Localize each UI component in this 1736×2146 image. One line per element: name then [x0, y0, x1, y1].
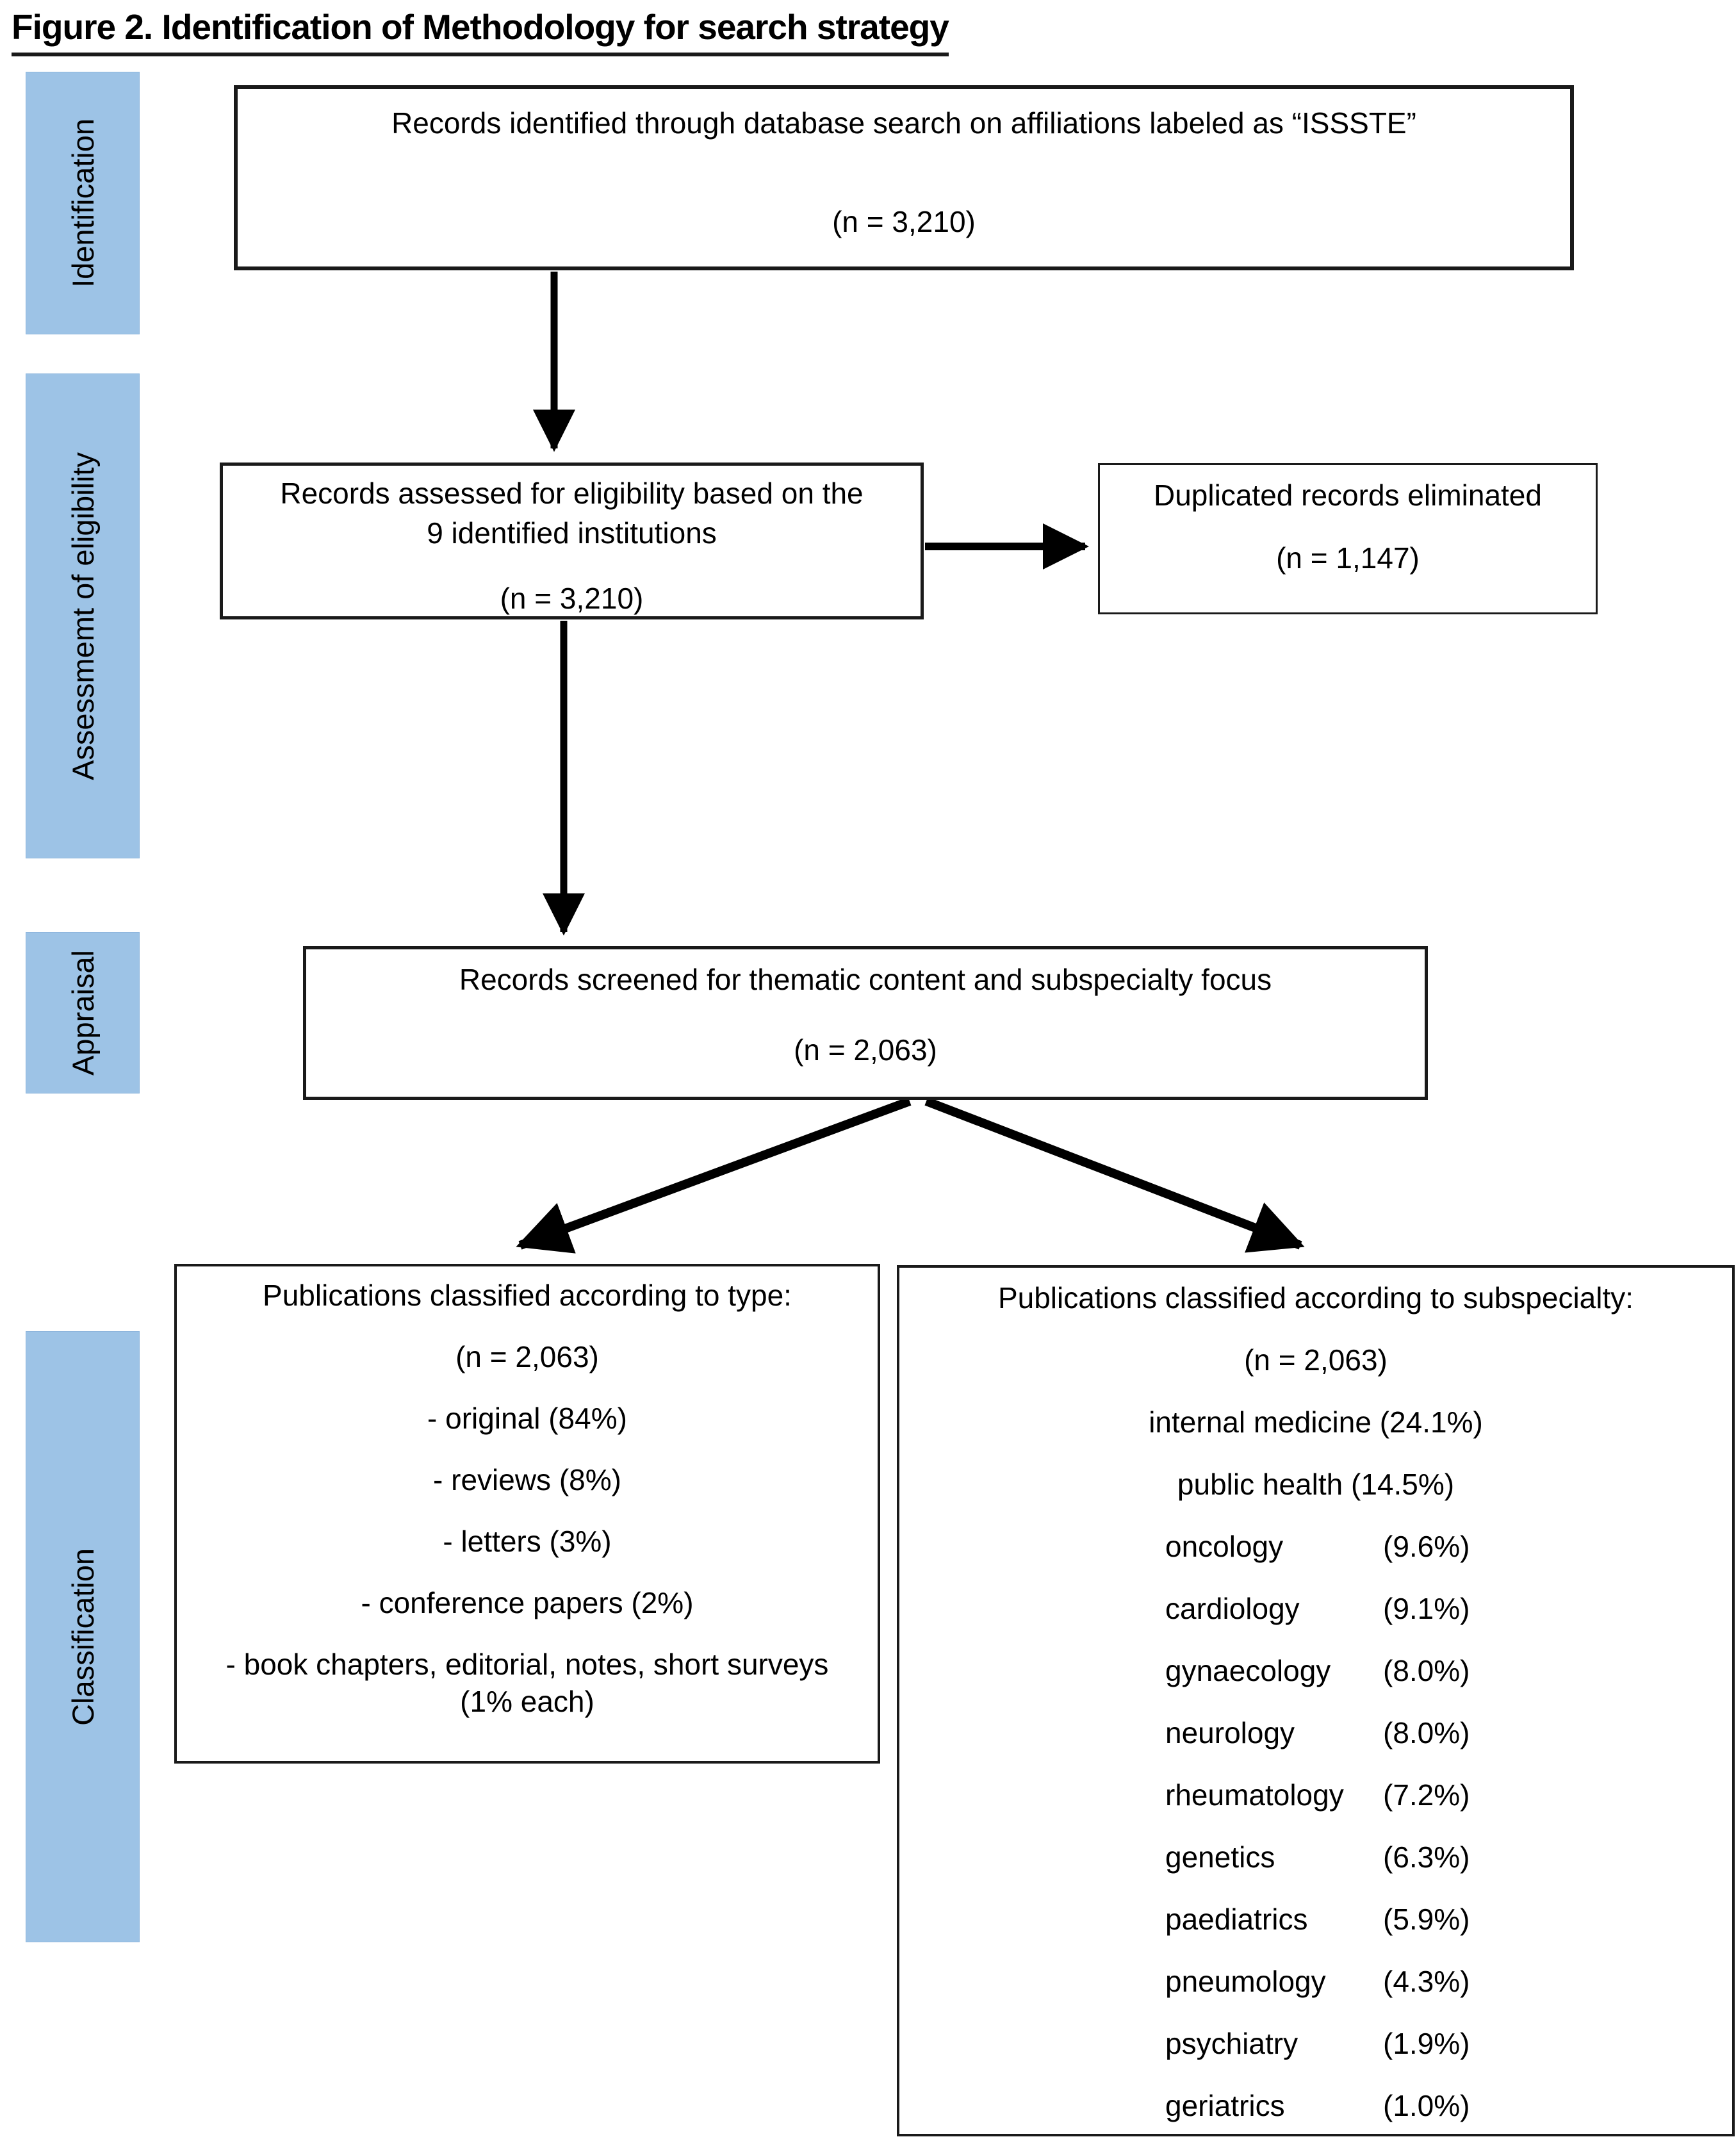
box-records-assessed-text-line1: Records assessed for eligibility based o…: [280, 477, 864, 510]
type-item-letters: - letters (3%): [443, 1525, 612, 1558]
box-publications-by-type: Publications classified according to typ…: [174, 1264, 880, 1764]
box-publications-by-subspecialty: Publications classified according to sub…: [897, 1265, 1735, 2136]
box-duplicates-eliminated: Duplicated records eliminated (n = 1,147…: [1098, 463, 1598, 614]
subspecialty-pct: (7.2%): [1383, 1778, 1470, 1812]
box-records-screened-text: Records screened for thematic content an…: [459, 963, 1272, 996]
box-records-identified-count: (n = 3,210): [832, 205, 976, 238]
subspecialty-item-public-health: public health (14.5%): [1177, 1468, 1455, 1501]
stage-classification-label: Classification: [65, 1548, 100, 1726]
subspecialty-item-internal-medicine: internal medicine (24.1%): [1149, 1405, 1483, 1439]
subspecialty-item-cardiology: cardiology (9.1%): [1165, 1590, 1732, 1627]
subspecialty-name: pneumology: [1165, 1965, 1326, 1998]
box-records-identified-text: Records identified through database sear…: [391, 106, 1416, 140]
box-publications-by-subspecialty-count: (n = 2,063): [1244, 1343, 1388, 1377]
subspecialty-name: neurology: [1165, 1716, 1295, 1749]
box-records-assessed-count: (n = 3,210): [500, 582, 644, 615]
stage-appraisal-label: Appraisal: [65, 950, 100, 1076]
subspecialty-pct: (8.0%): [1383, 1716, 1470, 1749]
stage-assessment-of-eligibility-label: Assessmemt of eligibility: [65, 452, 100, 780]
subspecialty-item-genetics: genetics (6.3%): [1165, 1839, 1732, 1876]
subspecialty-item-rheumatology: rheumatology (7.2%): [1165, 1776, 1732, 1814]
subspecialty-name: gynaecology: [1165, 1654, 1331, 1687]
arrow-screened-to-by-type: [516, 1097, 912, 1254]
type-item-conference-papers: - conference papers (2%): [361, 1586, 694, 1619]
subspecialty-pct: (5.9%): [1383, 1903, 1470, 1936]
subspecialty-item-neurology: neurology (8.0%): [1165, 1714, 1732, 1751]
box-duplicates-eliminated-count: (n = 1,147): [1276, 541, 1420, 575]
stage-identification-label: Identification: [65, 119, 100, 288]
box-records-screened: Records screened for thematic content an…: [303, 946, 1428, 1100]
subspecialty-name: paediatrics: [1165, 1903, 1308, 1936]
stage-identification: Identification: [26, 72, 140, 334]
box-duplicates-eliminated-text: Duplicated records eliminated: [1154, 479, 1542, 512]
box-records-assessed: Records assessed for eligibility based o…: [220, 463, 924, 619]
stage-appraisal: Appraisal: [26, 932, 140, 1093]
subspecialty-item-paediatrics: paediatrics (5.9%): [1165, 1901, 1732, 1938]
subspecialty-item-gynaecology: gynaecology (8.0%): [1165, 1652, 1732, 1689]
subspecialty-pct: (4.3%): [1383, 1965, 1470, 1998]
subspecialty-pct: (6.3%): [1383, 1840, 1470, 1874]
figure-title: Figure 2. Identification of Methodology …: [12, 6, 949, 56]
subspecialty-name: rheumatology: [1165, 1778, 1344, 1812]
subspecialty-item-geriatrics: geriatrics (1.0%): [1165, 2087, 1732, 2124]
type-item-book-chapters: - book chapters, editorial, notes, short…: [225, 1648, 829, 1718]
box-records-assessed-text-line2: 9 identified institutions: [427, 516, 717, 550]
subspecialty-name: genetics: [1165, 1840, 1275, 1874]
subspecialty-item-oncology: oncology (9.6%): [1165, 1528, 1732, 1565]
arrow-screened-to-by-subspecialty: [924, 1097, 1305, 1253]
subspecialty-pct: (9.1%): [1383, 1592, 1470, 1625]
subspecialty-item-psychiatry: psychiatry (1.9%): [1165, 2025, 1732, 2062]
stage-assessment-of-eligibility: Assessmemt of eligibility: [26, 373, 140, 858]
subspecialty-pct: (9.6%): [1383, 1530, 1470, 1563]
box-records-identified: Records identified through database sear…: [234, 85, 1574, 270]
type-item-original: - original (84%): [427, 1402, 627, 1435]
subspecialty-pct: (1.9%): [1383, 2027, 1470, 2060]
subspecialty-name: oncology: [1165, 1530, 1284, 1563]
subspecialty-item-pneumology: pneumology (4.3%): [1165, 1963, 1732, 2000]
subspecialty-pct: (8.0%): [1383, 1654, 1470, 1687]
box-publications-by-type-header: Publications classified according to typ…: [263, 1279, 792, 1312]
box-publications-by-subspecialty-header: Publications classified according to sub…: [997, 1281, 1634, 1315]
subspecialty-name: geriatrics: [1165, 2089, 1285, 2122]
subspecialty-pct: (1.0%): [1383, 2089, 1470, 2122]
box-publications-by-type-count: (n = 2,063): [455, 1340, 599, 1373]
box-records-screened-count: (n = 2,063): [794, 1033, 937, 1067]
subspecialty-name: psychiatry: [1165, 2027, 1298, 2060]
subspecialty-name: cardiology: [1165, 1592, 1300, 1625]
type-item-reviews: - reviews (8%): [433, 1463, 621, 1496]
stage-classification: Classification: [26, 1331, 140, 1942]
